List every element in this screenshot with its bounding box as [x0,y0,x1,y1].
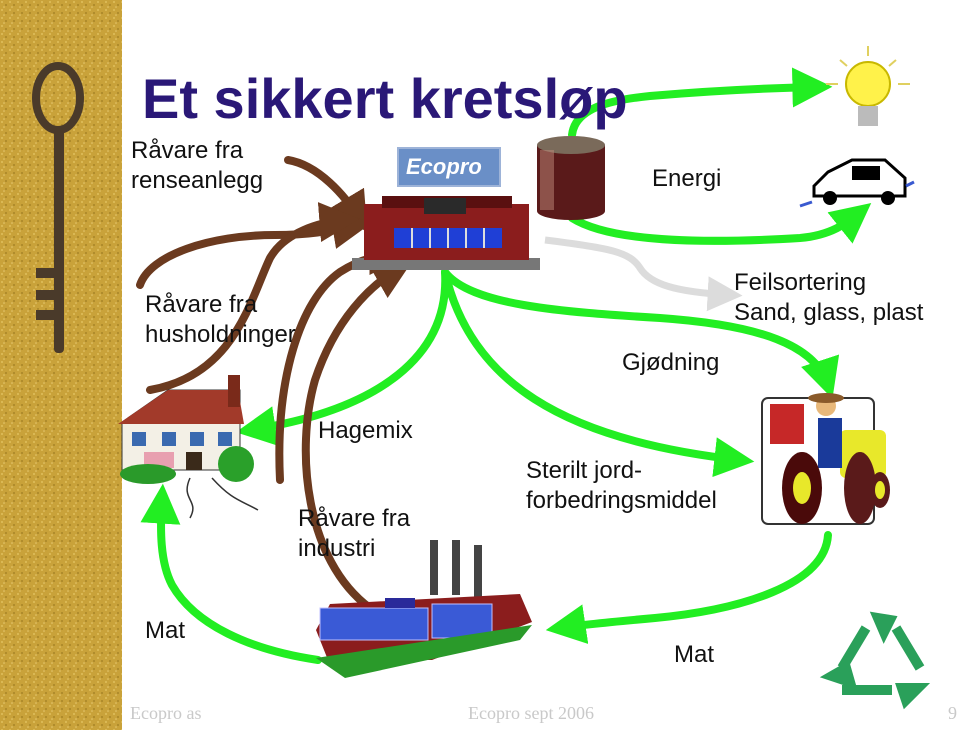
label-raw-households: Råvare fra husholdninger [145,291,296,348]
arrow-plant-to-house [235,268,450,446]
label-food-bottom: Mat [674,641,715,668]
arrow-factory-to-house [140,483,322,664]
green-arrows [140,67,872,664]
ecopro-sign [397,147,501,187]
label-sorting: Feilsortering Sand, glass, plast [734,269,924,326]
label-energy: Energi [652,165,722,192]
footer-center: Ecopro sept 2006 [468,703,594,723]
label-raw-sewage: Råvare fra renseanlegg [131,137,264,194]
label-food-left: Mat [145,617,186,644]
recycle-icon [819,611,931,710]
storage-tank-icon [537,136,605,220]
lightbulb-icon [826,46,910,126]
arrow-factory-to-plant [301,260,413,612]
arrow-sorting [544,236,743,312]
arrow-households-to-plant [136,209,373,289]
label-garden-mix: Hagemix [318,417,413,444]
arrow-energy-to-light [568,67,833,139]
farmer-tractor-icon [761,393,890,525]
label-fertilizer: Gjødning [622,349,720,376]
key-icon [32,62,84,353]
plant-building-icon [352,196,540,270]
arrow-plant-to-farm [441,268,840,399]
arrow-plant-to-soil [441,268,755,478]
slide-title: Et sikkert kretsløp [142,67,628,130]
label-raw-industry: Råvare fra industri [298,505,411,562]
car-icon [799,158,915,208]
arrow-house-to-plant [146,202,360,394]
arrow-farm-to-factory [545,531,832,644]
label-soil-improver: Sterilt jord- forbedringsmiddel [526,457,717,514]
factory-icon [316,540,532,678]
arrow-sewage-to-plant [284,156,368,233]
footer-left: Ecopro as [130,703,202,723]
footer-page-number: 9 [948,703,957,723]
house-icon [118,375,259,519]
ecopro-sign-label: Ecopro [406,154,482,179]
arrow-energy-to-car [568,203,872,245]
